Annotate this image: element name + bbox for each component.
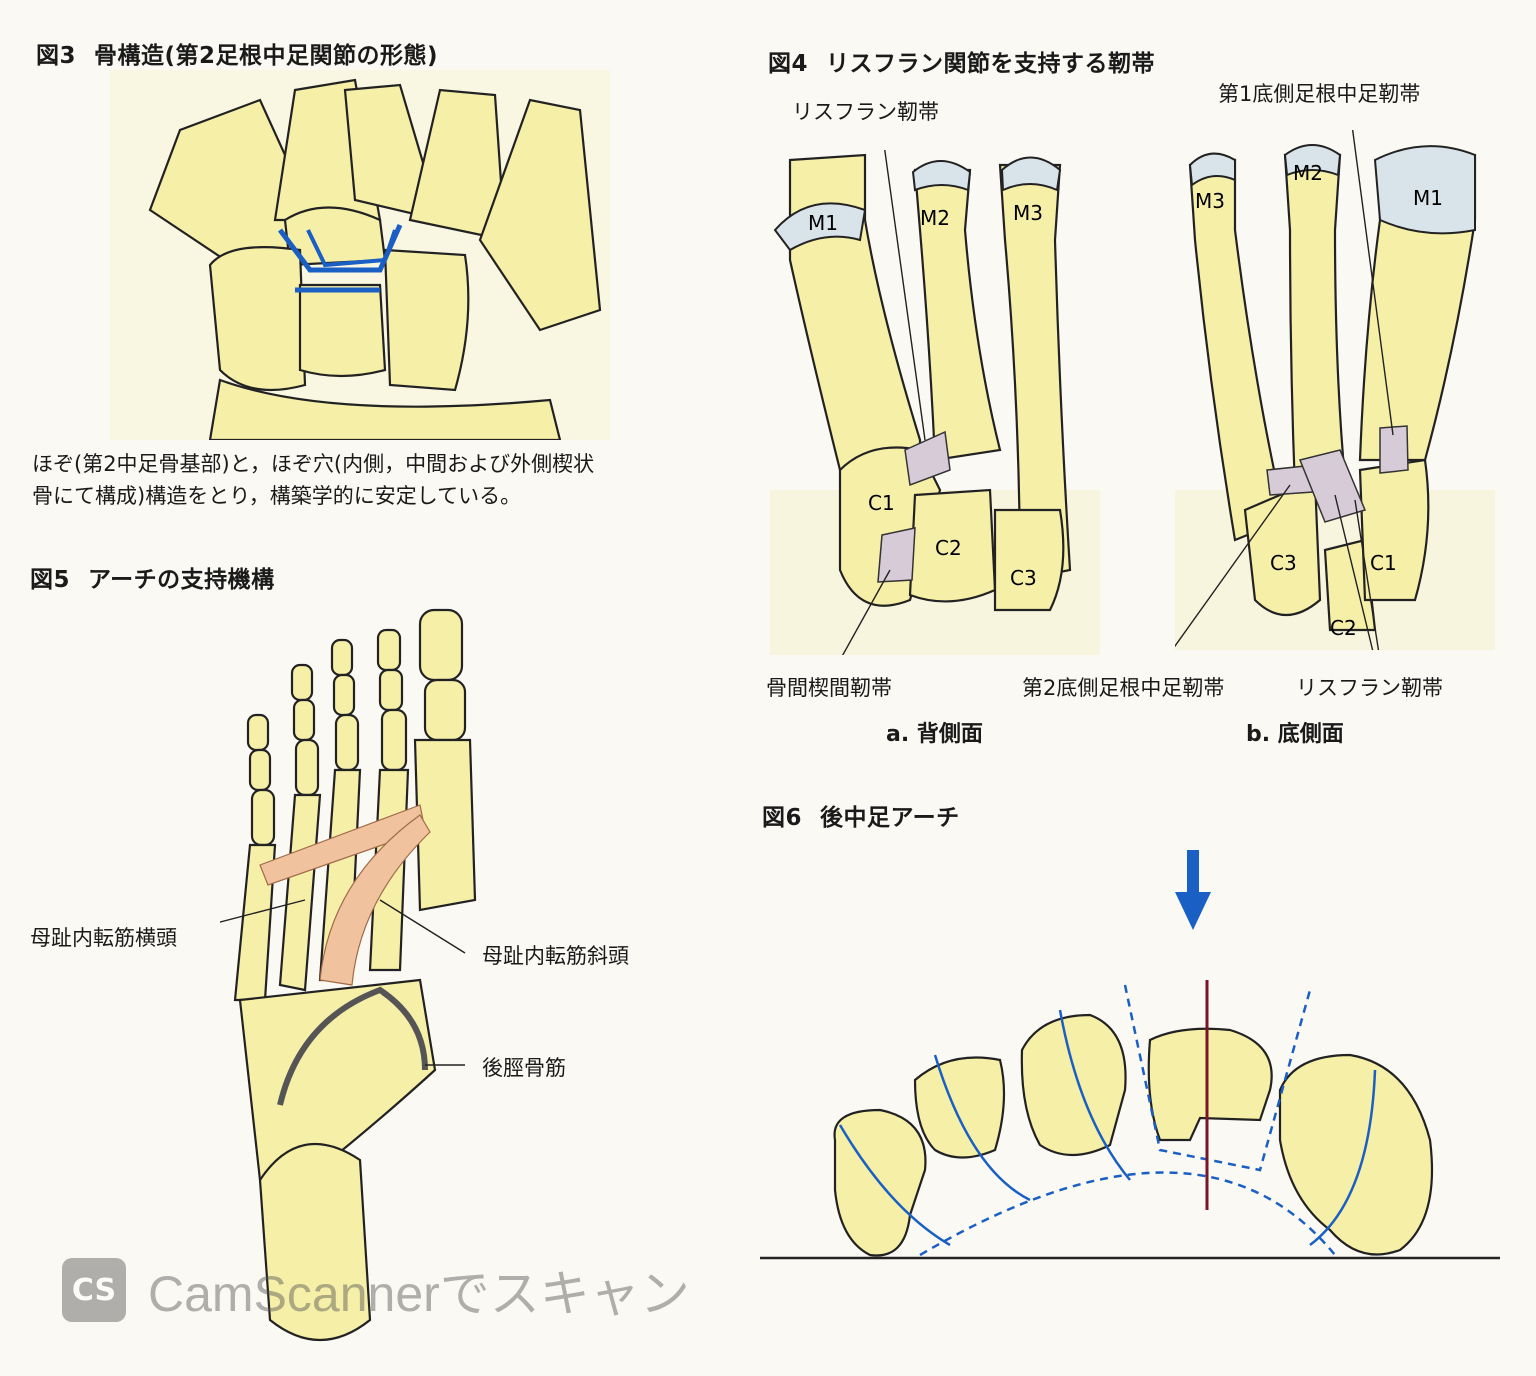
fig4-label-plantar-first: 第1底側足根中足靭帯	[1218, 82, 1421, 106]
fig5-label-oblique-head: 母趾内転筋斜頭	[482, 944, 629, 968]
fig5-hallux-distal	[418, 608, 464, 682]
fig4b-lisfranc-leader-1	[1334, 494, 1374, 650]
fig5-calcaneus	[258, 1142, 372, 1341]
fig3-lateral-cuneiform	[383, 248, 470, 392]
fig5-oblique-leader	[379, 899, 466, 954]
fig4-label-lisfranc-dorsal: リスフラン靭帯	[792, 100, 939, 124]
fig4a-c2-label: C2	[935, 536, 962, 560]
camscanner-logo: CS	[62, 1258, 126, 1322]
camscanner-text: CamScannerでスキャン	[148, 1266, 690, 1322]
fig6-arch-dashed	[919, 1171, 1336, 1257]
fig6-bone-3	[1020, 1013, 1127, 1156]
fig4a-m3-label: M3	[1013, 201, 1043, 225]
fig3-number: 図3	[36, 43, 77, 69]
fig5-toes	[246, 608, 467, 847]
fig6-rotation-arrows	[838, 1009, 1377, 1247]
fig3-metatarsal-4	[408, 88, 507, 242]
fig4a-m1	[788, 153, 922, 472]
fig4b-m1-label: M1	[1413, 186, 1443, 210]
fig4-number: 図4	[768, 51, 809, 77]
fig4b-c1	[1358, 458, 1430, 602]
fig4-title-text: リスフラン関節を支持する靭帯	[826, 51, 1156, 77]
fig4a-illustration: M1 M2 M3 C1 C2 C3	[770, 150, 1100, 655]
fig4a-m3	[998, 163, 1072, 582]
fig5-oblique-head	[319, 814, 431, 986]
fig5-label-transverse-head: 母趾内転筋横頭	[30, 926, 177, 950]
fig4a-m3-cartilage	[1000, 156, 1062, 192]
fig6-load-arrow-head	[1175, 892, 1211, 930]
fig4b-lisfranc-leader-2	[1354, 499, 1380, 650]
fig4b-c3	[1243, 478, 1322, 616]
fig5-transverse-leader	[220, 899, 306, 923]
fig4b-c3-label: C3	[1270, 551, 1297, 575]
fig3-illustration	[110, 70, 610, 440]
fig4b-m3-cartilage	[1188, 152, 1236, 187]
fig4a-m1-cartilage	[773, 202, 867, 252]
fig4b-c2-label: C2	[1330, 616, 1357, 640]
fig5-metatarsal-4	[278, 793, 322, 992]
fig4b-plantar-second-leader	[1175, 484, 1291, 648]
fig5-tibialis-posterior	[277, 986, 428, 1106]
fig4b-illustration: M3 M2 M1 C3 C2 C1	[1175, 130, 1495, 650]
fig4a-c3-label: C3	[1010, 566, 1037, 590]
fig6-bone-4	[1147, 1027, 1273, 1142]
fig4a-m2-cartilage	[911, 160, 972, 192]
fig4a-interosseous-ligament	[877, 527, 916, 583]
fig4b-plantar-first-leader	[1351, 130, 1394, 436]
fig5-hallux-proximal	[423, 678, 467, 742]
fig4b-c1-label: C1	[1370, 551, 1397, 575]
fig6-title: 図6 後中足アーチ	[762, 798, 960, 832]
fig4a-m1-label: M1	[808, 211, 838, 235]
fig4a-lisfranc-ligament	[904, 430, 951, 487]
fig3-title: 図3 骨構造(第2足根中足関節の形態)	[36, 36, 438, 70]
fig6-title-text: 後中足アーチ	[820, 805, 960, 831]
fig4-label-lisfranc-plantar: リスフラン靭帯	[1296, 676, 1443, 700]
fig3-title-text: 骨構造(第2足根中足関節の形態)	[94, 43, 439, 69]
fig4a-lisfranc-leader	[884, 150, 926, 441]
fig5-number: 図5	[30, 567, 71, 593]
fig4a-interosseous-leader	[841, 569, 891, 655]
fig4-title: 図4 リスフラン関節を支持する靭帯	[768, 44, 1155, 78]
fig3-medial-cuneiform	[208, 246, 307, 392]
fig3-metatarsal-5	[478, 98, 602, 332]
fig4b-m2-cartilage	[1283, 144, 1342, 177]
fig3-navicular	[208, 378, 562, 440]
fig3-intermediate-cuneiform	[298, 283, 387, 378]
fig3-caption: ほぞ(第2中足骨基部)と，ほぞ穴(内側，中間および外側楔状 骨にて構成)構造をと…	[32, 448, 594, 512]
fig6-illustration	[760, 850, 1500, 1260]
fig5-title-text: アーチの支持機構	[88, 567, 275, 593]
fig4-label-plantar-second: 第2底側足根中足靭帯	[1022, 676, 1225, 700]
fig3-caption-line1: ほぞ(第2中足骨基部)と，ほぞ穴(内側，中間および外側楔状	[32, 452, 595, 476]
fig4b-m2	[1283, 153, 1347, 492]
fig3-caption-line2: 骨にて構成)構造をとり，構築学的に安定している。	[32, 484, 522, 508]
fig4b-m1-cartilage	[1373, 145, 1476, 235]
fig5-illustration	[220, 608, 477, 1341]
fig4b-lisfranc-ligament	[1298, 449, 1367, 523]
fig4a-m2	[913, 168, 1002, 462]
fig3-m2-base	[283, 206, 387, 267]
fig6-wedge-dashed	[1123, 984, 1312, 1172]
fig4a-m2-label: M2	[920, 206, 950, 230]
fig6-bone-5	[1278, 1053, 1434, 1256]
fig4a-c1-label: C1	[868, 491, 895, 515]
fig4-label-interosseous: 骨間楔間靭帯	[766, 676, 892, 700]
fig4b-first-plantar-ligament	[1379, 425, 1409, 474]
fig6-bone-2	[913, 1056, 1006, 1159]
fig4b-m3-label: M3	[1195, 189, 1225, 213]
fig4a-c3	[993, 508, 1065, 612]
fig5-title: 図5 アーチの支持機構	[30, 560, 275, 594]
fig4-sub-b: b. 底側面	[1246, 722, 1344, 747]
fig4-sub-a: a. 背側面	[886, 722, 983, 747]
camscanner-watermark: CS CamScannerでスキャン	[62, 1254, 690, 1326]
fig4b-m2-label: M2	[1293, 161, 1323, 185]
fig5-metatarsal-1	[413, 738, 477, 912]
fig6-number: 図6	[762, 805, 803, 831]
fig5-label-tibialis-posterior: 後脛骨筋	[482, 1056, 566, 1080]
